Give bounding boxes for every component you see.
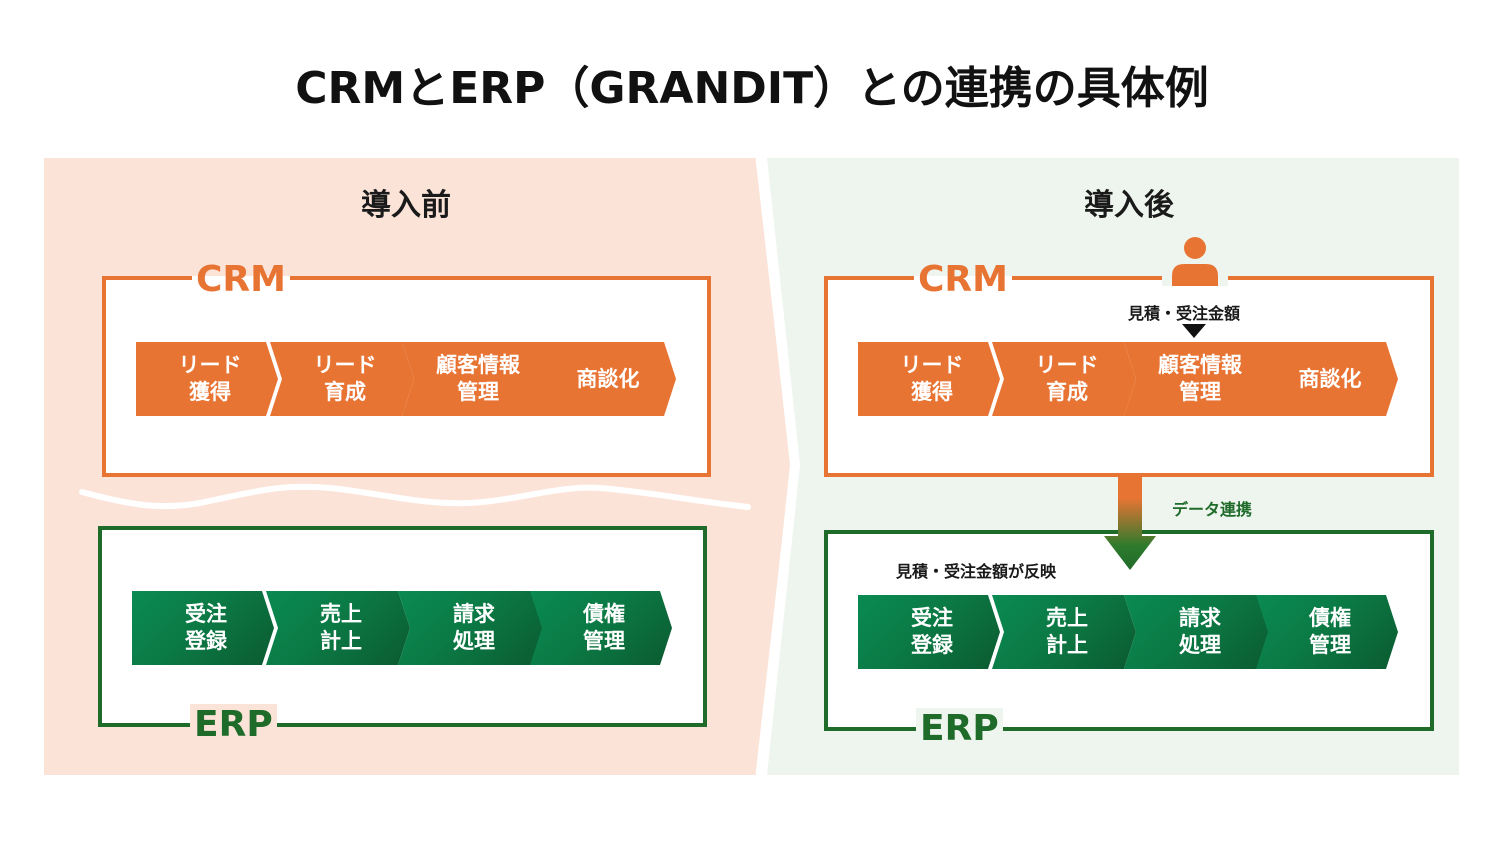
before-crm-step: 顧客情報 管理 [402,342,548,416]
disconnect-wave [79,483,751,510]
before-crm-step: リード 獲得 [136,342,278,416]
step-label: 売上 計上 [1046,606,1088,657]
panel-divider [755,157,800,776]
after-crm-label: CRM [906,259,1020,300]
after-crm-label-text: CRM [914,259,1012,300]
step-label: 請求 処理 [453,602,495,653]
after-erp-step: 売上 計上 [992,595,1136,669]
after-crm-step: 商談化 [1256,342,1398,416]
step-label: 債権 管理 [583,602,625,653]
after-erp-flow: 受注 登録 売上 計上 請求 処理 債権 管理 [858,595,1398,669]
before-erp-step: 売上 計上 [266,591,410,665]
down-triangle-icon [1182,324,1206,338]
erp-reflect-note: 見積・受注金額が反映 [896,562,1057,581]
after-erp-step: 債権 管理 [1256,595,1398,669]
crm-input-note: 見積・受注金額 [1128,304,1241,323]
before-crm-label: CRM [184,259,298,300]
step-label: 請求 処理 [1179,606,1221,657]
before-heading: 導入前 [361,188,451,223]
before-erp-flow: 受注 登録 売上 計上 請求 処理 債権 管理 [132,591,672,665]
step-label: リード 育成 [1035,353,1099,404]
step-label: 顧客情報 管理 [436,353,520,404]
before-crm-flow: リード 獲得 リード 育成 顧客情報 管理 商談化 [136,342,676,416]
step-label: 受注 登録 [185,602,227,653]
person-icon [1162,237,1228,286]
step-label: 商談化 [1298,366,1362,391]
after-crm-step: リード 獲得 [858,342,1000,416]
step-label: リード 獲得 [900,353,964,404]
step-label: 顧客情報 管理 [1158,353,1242,404]
step-label: リード 獲得 [178,353,242,404]
after-erp-step: 受注 登録 [858,595,1000,669]
after-heading: 導入後 [1084,188,1174,223]
before-erp-step: 受注 登録 [132,591,274,665]
step-label: 商談化 [576,366,640,391]
data-link-label: データ連携 [1172,500,1253,519]
page-title: CRMとERP（GRANDIT）との連携の具体例 [295,63,1209,114]
after-erp-step: 請求 処理 [1124,595,1270,669]
before-erp-step: 債権 管理 [530,591,672,665]
after-erp-label: ERP [908,708,1011,749]
before-crm-label-text: CRM [192,259,290,300]
step-label: リード 育成 [313,353,377,404]
step-label: 債権 管理 [1309,606,1351,657]
before-crm-step: リード 育成 [270,342,414,416]
data-link-arrow-icon [1104,474,1156,570]
step-label: 売上 計上 [320,602,362,653]
before-erp-label: ERP [182,704,285,745]
after-crm-step: リード 育成 [992,342,1136,416]
before-erp-label-text: ERP [190,704,277,745]
before-crm-step: 商談化 [534,342,676,416]
before-erp-step: 請求 処理 [398,591,544,665]
after-crm-step: 顧客情報 管理 [1124,342,1270,416]
after-crm-flow: リード 獲得 リード 育成 顧客情報 管理 商談化 [858,342,1398,416]
after-erp-label-text: ERP [916,708,1003,749]
step-label: 受注 登録 [911,606,953,657]
